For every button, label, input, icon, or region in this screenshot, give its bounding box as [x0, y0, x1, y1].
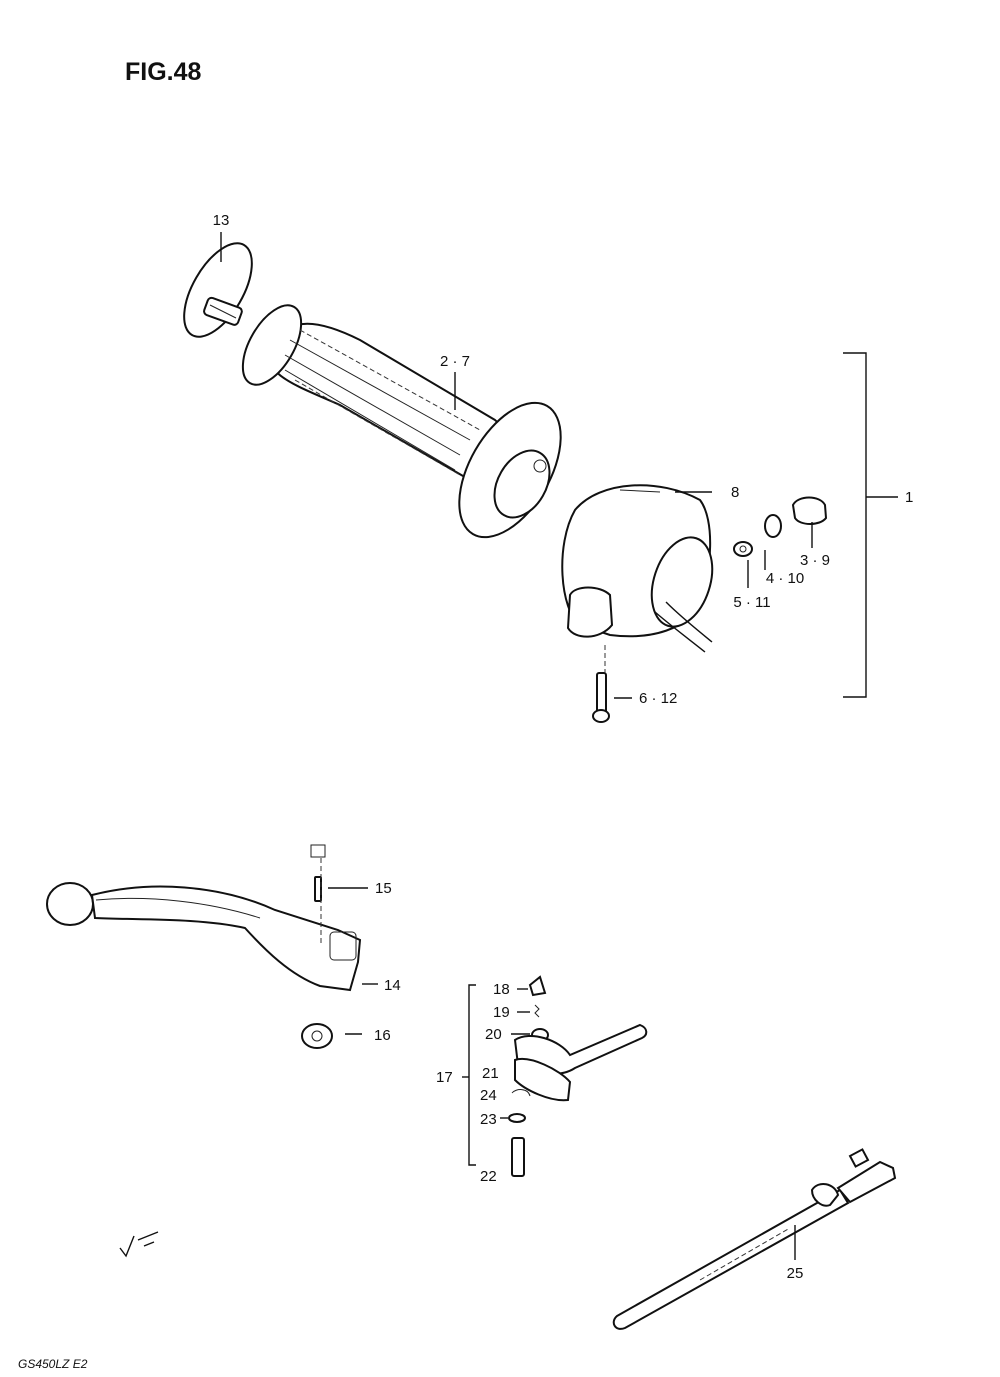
- part-5-11-nut: [733, 541, 753, 557]
- part-18-screw: [528, 975, 547, 997]
- callout-2-7: 2 · 7: [440, 353, 470, 370]
- part-15-pivot-bolt: [310, 844, 326, 902]
- callout-18: 18: [493, 981, 510, 998]
- callout-19: 19: [493, 1004, 510, 1021]
- check-mark: [119, 1231, 159, 1258]
- part-13-bar-end-cap: [183, 242, 253, 338]
- callout-6-12: 6 · 12: [639, 690, 677, 707]
- part-2-7-throttle-grip: [241, 304, 562, 539]
- callout-8: 8: [731, 484, 739, 501]
- callout-24: 24: [480, 1087, 497, 1104]
- callout-16: 16: [374, 1027, 391, 1044]
- part-4-10-washer: [764, 514, 782, 538]
- callout-3-9: 3 · 9: [800, 552, 830, 569]
- part-6-12-screw: [592, 672, 610, 723]
- callout-25: 25: [787, 1265, 804, 1282]
- callout-5-11: 5 · 11: [733, 594, 770, 611]
- callout-13: 13: [213, 212, 230, 229]
- part-23-washer: [508, 1113, 526, 1123]
- callout-4-10: 4 · 10: [766, 570, 804, 587]
- callout-22: 22: [480, 1168, 497, 1185]
- figure-title: FIG.48: [125, 58, 202, 86]
- part-8-switch-housing: [561, 484, 714, 653]
- callout-23: 23: [480, 1111, 497, 1128]
- callout-15: 15: [375, 880, 392, 897]
- part-24-clip: [511, 1089, 531, 1097]
- part-16-nut: [301, 1023, 333, 1049]
- callout-21: 21: [482, 1065, 499, 1082]
- callout-20: 20: [485, 1026, 502, 1043]
- part-19-spring: [534, 1004, 540, 1018]
- part-3-9-clamp: [791, 496, 828, 525]
- callout-14: 14: [384, 977, 401, 994]
- part-22-bolt: [511, 1137, 525, 1177]
- part-25-strap: [612, 1148, 897, 1330]
- assembly-1-bracket: [843, 352, 867, 698]
- group-17-bracket: [468, 984, 476, 1166]
- callout-17: 17: [436, 1069, 453, 1086]
- callout-1: 1: [905, 489, 913, 506]
- footer-code: GS450LZ E2: [18, 1357, 88, 1371]
- part-21-choke-lever: [513, 1023, 648, 1102]
- part-14-clutch-lever: [46, 882, 362, 992]
